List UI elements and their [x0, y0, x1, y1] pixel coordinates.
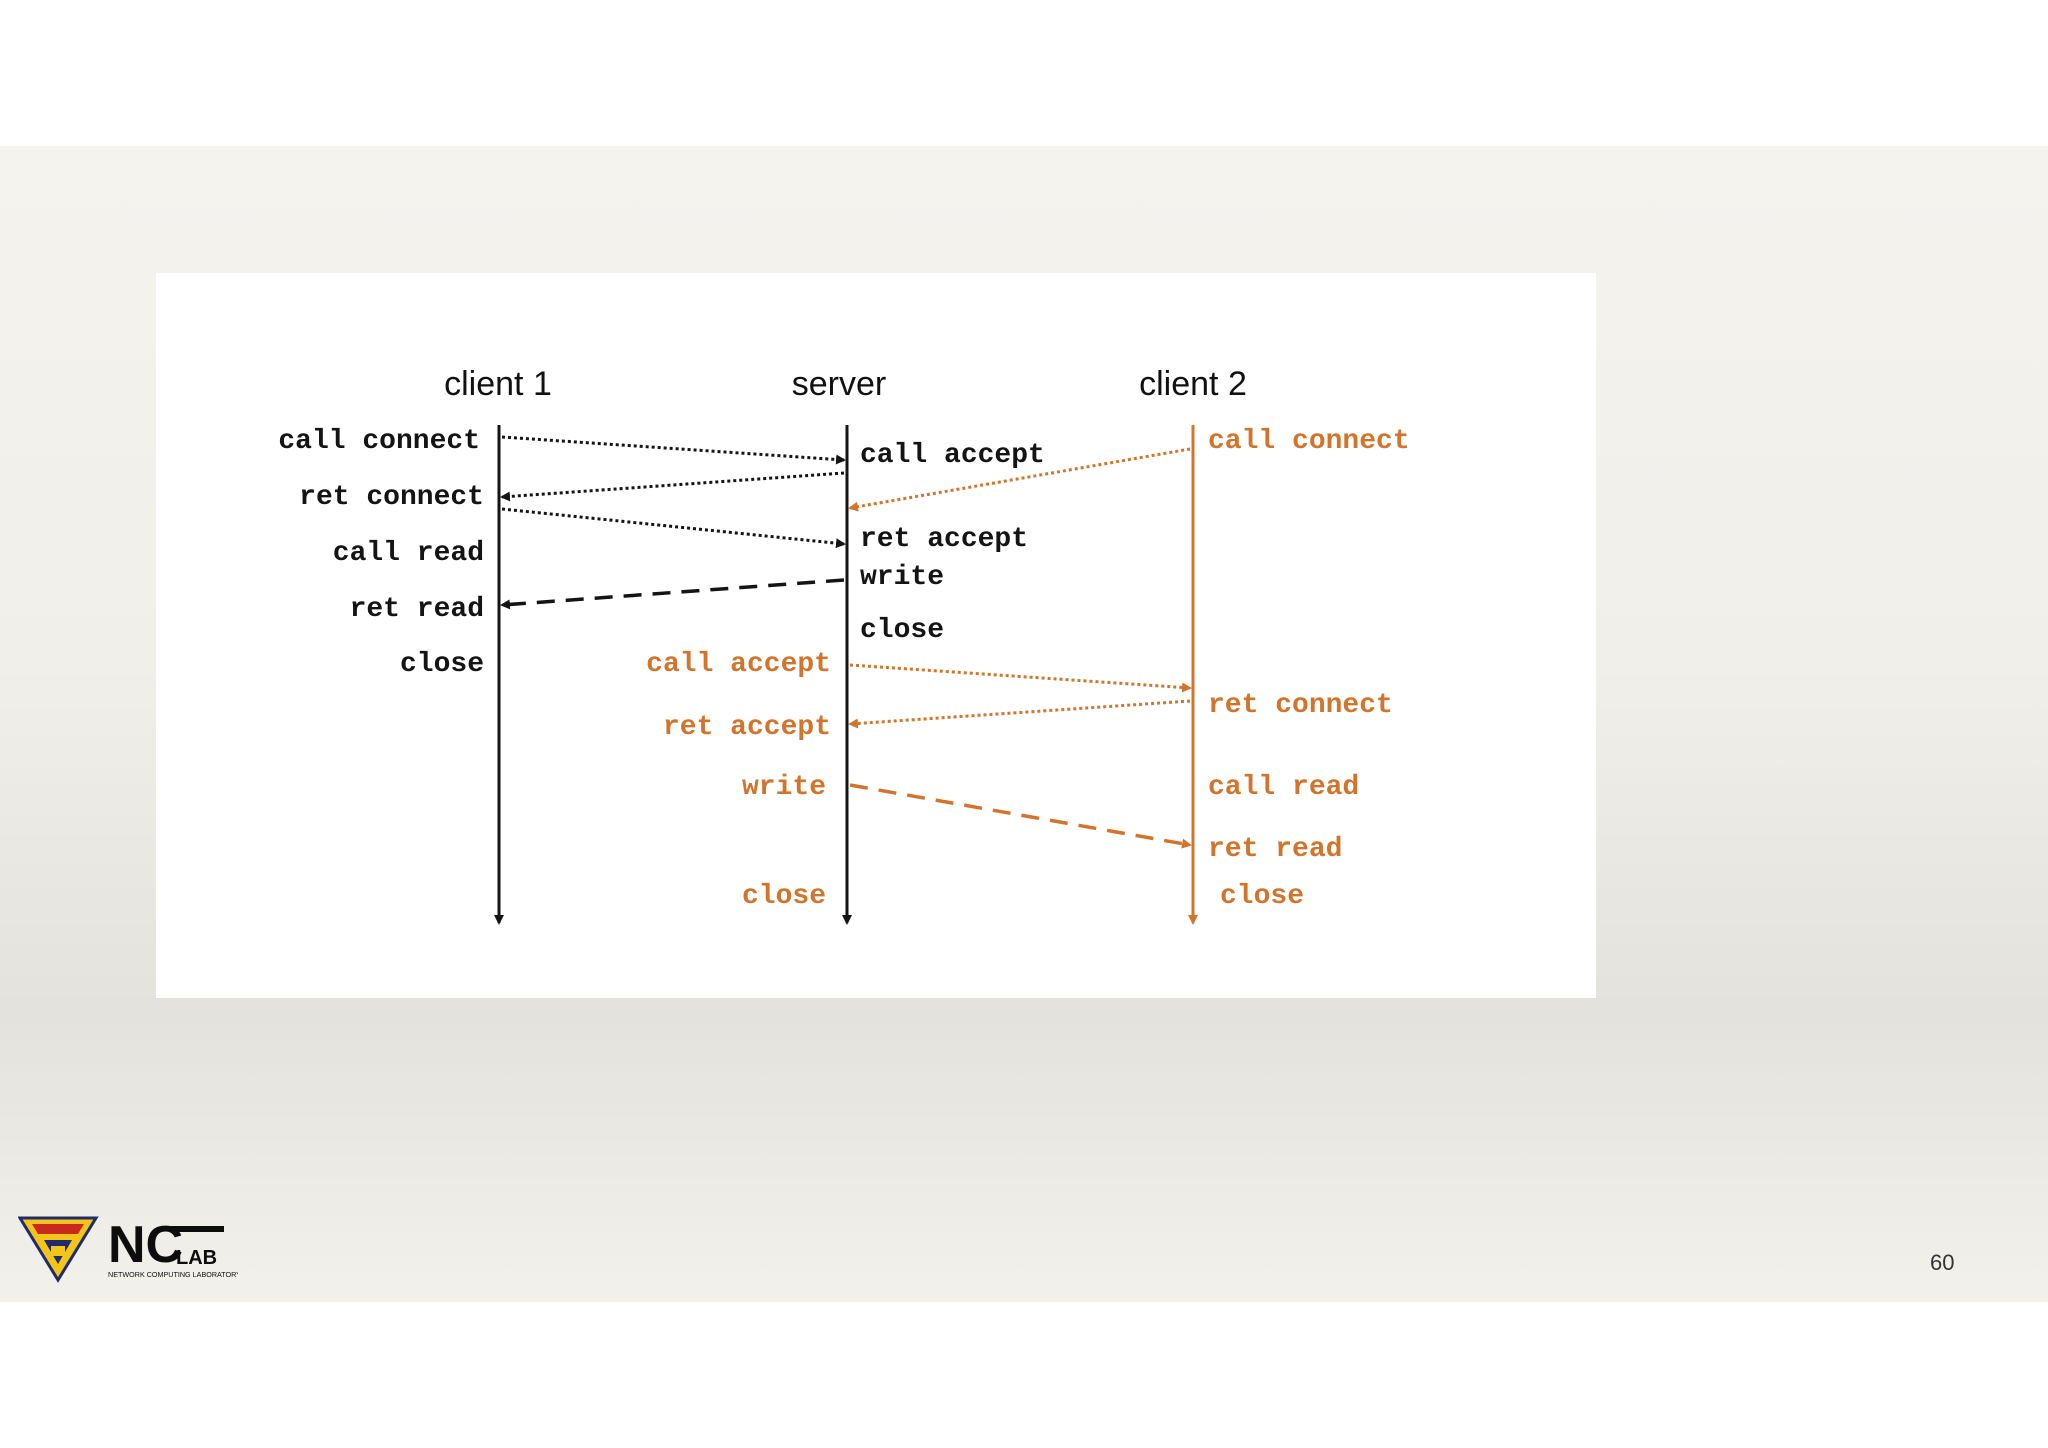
- client2-label-call-read: call read: [1208, 772, 1359, 803]
- column-title-client2: client 2: [1139, 365, 1247, 403]
- client1-label-close: close: [400, 649, 484, 680]
- page-number: 60: [1930, 1250, 1955, 1275]
- logo-caption: NETWORK COMPUTING LABORATORY: [108, 1270, 238, 1279]
- server-label-call-accept-2: call accept: [646, 649, 831, 680]
- message-data-to-client1: [500, 578, 845, 610]
- diagram-canvas: client 1 server client 2 call connect re…: [278, 365, 1410, 925]
- column-title-client1: client 1: [444, 365, 552, 403]
- server-label-ret-accept-1: ret accept: [860, 524, 1028, 555]
- client2-label-call-connect: call connect: [1208, 426, 1410, 457]
- server-label-close-1: close: [860, 615, 944, 646]
- logo-sub: LAB: [176, 1247, 217, 1269]
- server-label-write-2: write: [742, 772, 826, 803]
- column-title-server: server: [792, 365, 886, 403]
- client2-label-close: close: [1220, 881, 1304, 912]
- server-label-call-accept-1: call accept: [860, 440, 1045, 471]
- client1-label-ret-connect: ret connect: [299, 482, 484, 513]
- message-data-to-client2: [849, 783, 1192, 849]
- client2-label-ret-read: ret read: [1208, 834, 1342, 865]
- server-label-close-2: close: [742, 881, 826, 912]
- message-connect-ack-client2: [848, 699, 1191, 729]
- university-emblem-icon: [18, 1216, 99, 1283]
- message-connect-ack-client1: [501, 507, 846, 549]
- message-connect-reply-client1: [500, 471, 845, 502]
- message-connect-request-client1: [501, 435, 846, 465]
- logo-mark: NC: [108, 1216, 183, 1274]
- client2-label-ret-connect: ret connect: [1208, 690, 1393, 721]
- sequence-diagram: client 1 server client 2 call connect re…: [156, 273, 1596, 998]
- client1-label-call-read: call read: [333, 538, 484, 569]
- nclab-logo: NC LAB NETWORK COMPUTING LABORATORY: [18, 1216, 238, 1283]
- client1-label-call-connect: call connect: [278, 426, 480, 457]
- client1-label-ret-read: ret read: [350, 594, 484, 625]
- message-connect-reply-client2: [849, 663, 1192, 693]
- server-label-ret-accept-2: ret accept: [663, 712, 831, 743]
- server-label-write-1: write: [860, 562, 944, 593]
